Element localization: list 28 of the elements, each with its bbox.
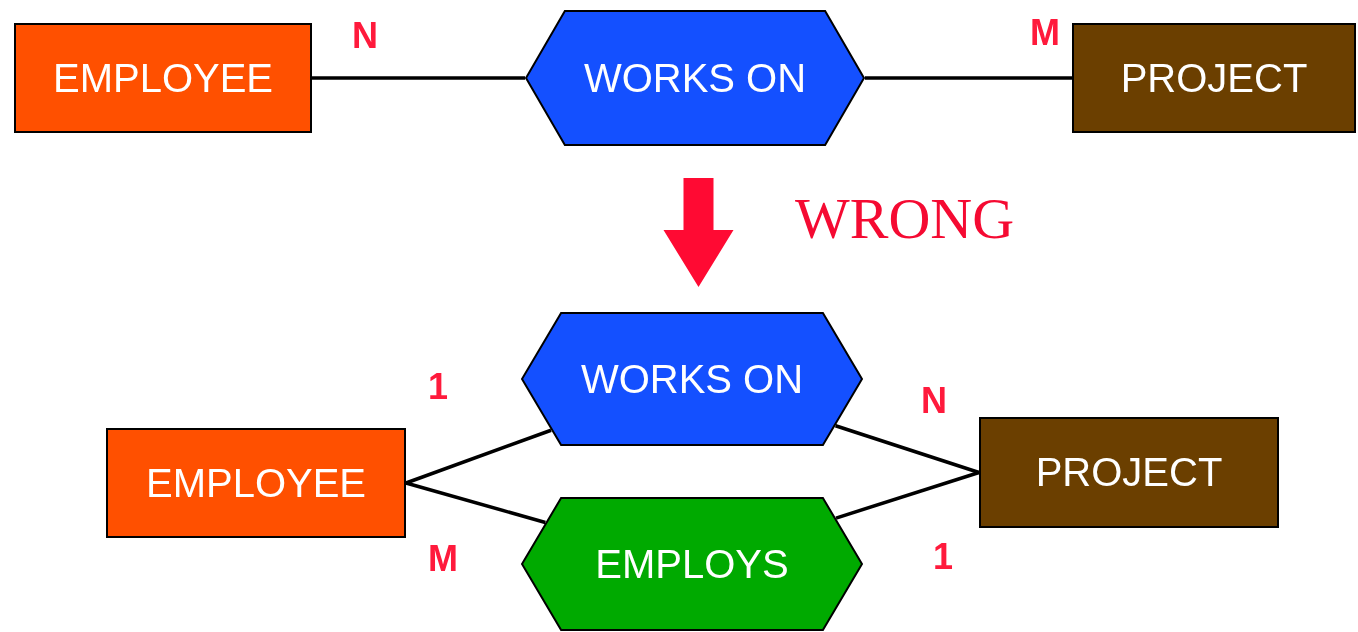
block-arrow [663, 178, 734, 287]
entity-box [1072, 23, 1356, 133]
relationship-hexagon [525, 10, 865, 146]
relationship-name: WORKS ON [583, 55, 807, 101]
cardinality-label: N [352, 15, 378, 57]
relationship-line [835, 470, 980, 520]
relationship-line [835, 424, 980, 475]
cardinality-label: M [428, 538, 458, 580]
cardinality-label: N [921, 380, 947, 422]
cardinality-label: 1 [933, 536, 954, 578]
relationship-hexagon [521, 312, 863, 446]
relationship-line [405, 428, 552, 485]
entity-box [979, 417, 1279, 528]
entity-name: EMPLOYEE [145, 460, 367, 506]
entity-name: EMPLOYEE [52, 55, 274, 101]
entity-name: PROJECT [1035, 450, 1223, 495]
relationship-line [865, 76, 1072, 80]
note-text: WRONG [795, 185, 1015, 252]
cardinality-label: M [1030, 12, 1060, 54]
relationship-name: WORKS ON [580, 356, 804, 402]
cardinality-label: 1 [428, 366, 449, 408]
relationship-hexagon [521, 497, 863, 631]
entity-name: PROJECT [1120, 55, 1308, 101]
entity-box [106, 428, 406, 538]
relationship-name: EMPLOYS [595, 541, 789, 587]
entity-box [14, 23, 312, 133]
relationship-line [405, 481, 546, 525]
relationship-line [312, 76, 525, 80]
